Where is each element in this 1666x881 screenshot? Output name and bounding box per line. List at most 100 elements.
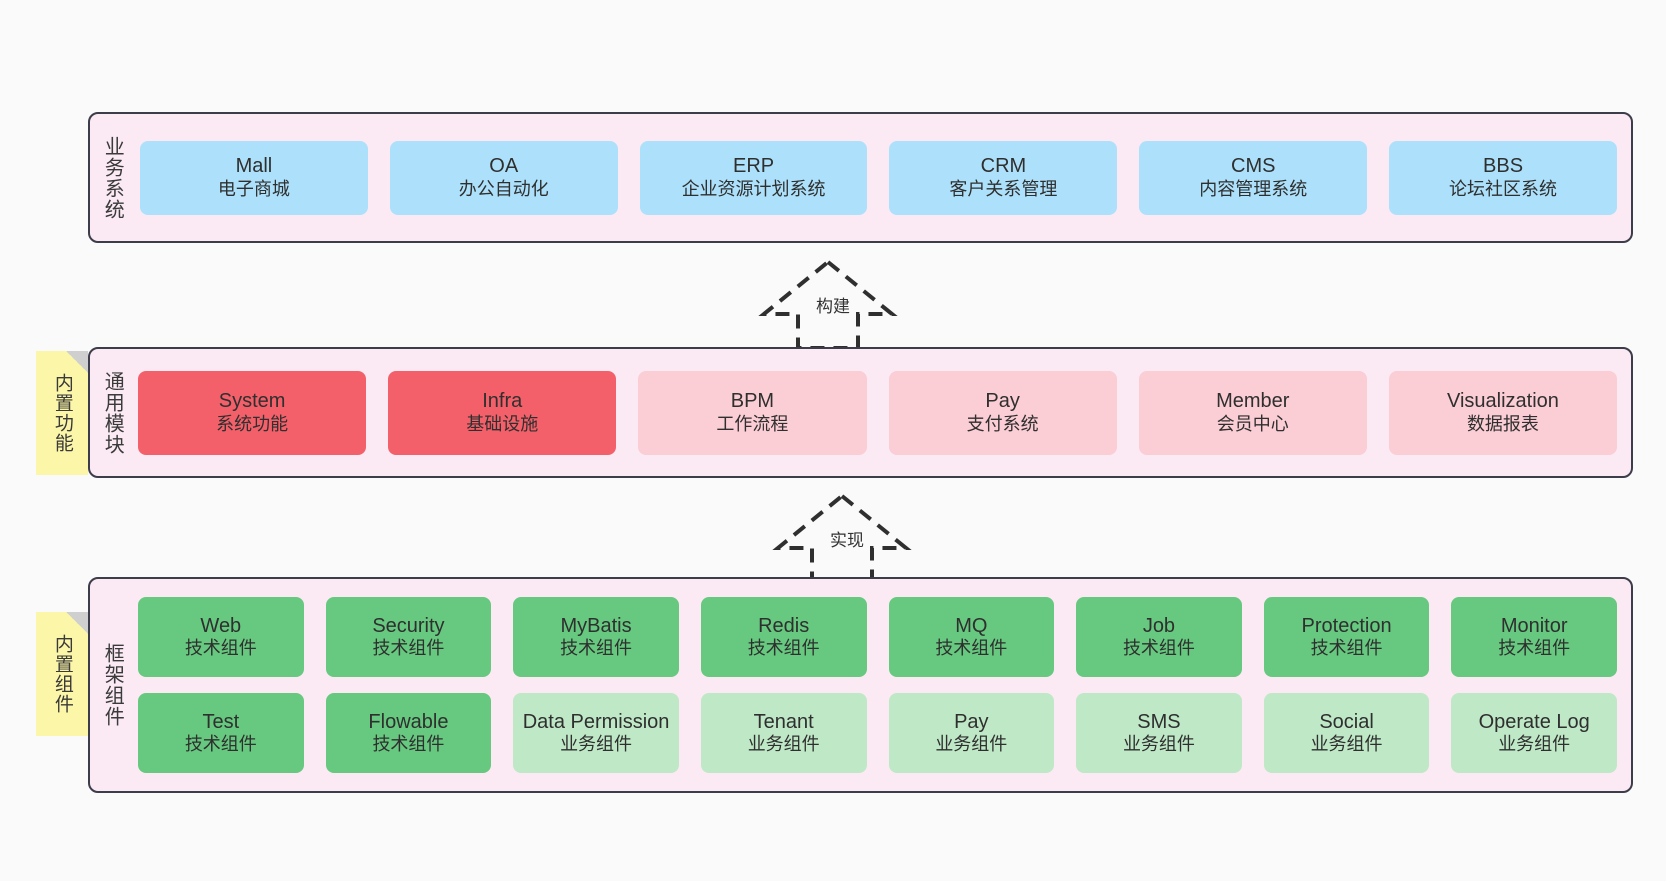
- node-system-title: System: [218, 390, 286, 413]
- row-tech-components: Web 技术组件 Security 技术组件 MyBatis 技术组件 Redi…: [138, 597, 1617, 677]
- layer-framework-component: 框架组件 Web 技术组件 Security 技术组件 MyBatis 技术组件…: [88, 577, 1633, 793]
- node-system[interactable]: System 系统功能: [138, 370, 367, 455]
- node-monitor-title: Monitor: [1500, 614, 1568, 637]
- node-pay-module-title: Pay: [985, 390, 1020, 413]
- node-test[interactable]: Test 技术组件: [138, 693, 304, 773]
- node-cms-title: CMS: [1231, 155, 1276, 178]
- node-web[interactable]: Web 技术组件: [138, 597, 304, 677]
- node-erp-title: ERP: [733, 155, 775, 178]
- node-sms-subtitle: 业务组件: [1122, 734, 1195, 755]
- node-erp-subtitle: 企业资源计划系统: [681, 178, 826, 199]
- node-crm[interactable]: CRM 客户关系管理: [889, 140, 1118, 215]
- layer-title-framework-component: 框架组件: [101, 643, 124, 727]
- node-visualization[interactable]: Visualization 数据报表: [1388, 370, 1618, 455]
- node-social-title: Social: [1319, 710, 1374, 733]
- node-infra[interactable]: Infra 基础设施: [388, 370, 617, 455]
- note-fold-corner-icon: [66, 612, 88, 634]
- node-bpm[interactable]: BPM 工作流程: [638, 370, 867, 455]
- layer-title-business-system: 业务系统: [101, 135, 124, 220]
- node-infra-title: Infra: [482, 390, 523, 413]
- node-cms-subtitle: 内容管理系统: [1199, 178, 1308, 199]
- node-pay-module[interactable]: Pay 支付系统: [888, 370, 1117, 455]
- node-redis[interactable]: Redis 技术组件: [700, 597, 867, 677]
- node-bbs[interactable]: BBS 论坛社区系统: [1389, 140, 1617, 215]
- node-bpm-subtitle: 工作流程: [716, 413, 789, 434]
- node-mybatis[interactable]: MyBatis 技术组件: [513, 597, 679, 677]
- node-redis-title: Redis: [758, 614, 810, 637]
- layer-body-common-module: System 系统功能 Infra 基础设施 BPM 工作流程 Pay 支付系统…: [134, 349, 1631, 476]
- node-visualization-title: Visualization: [1446, 390, 1559, 413]
- node-sms-title: SMS: [1137, 710, 1181, 733]
- row-business-components: Test 技术组件 Flowable 技术组件 Data Permission …: [138, 693, 1617, 773]
- node-oa-title: OA: [489, 155, 519, 178]
- node-test-title: Test: [202, 710, 240, 733]
- node-pay-module-subtitle: 支付系统: [966, 413, 1039, 434]
- node-bpm-title: BPM: [730, 390, 775, 413]
- layer-body-business-system: Mall 电子商城 OA 办公自动化 ERP 企业资源计划系统 CRM 客户关系…: [134, 114, 1631, 241]
- node-member-subtitle: 会员中心: [1216, 413, 1289, 434]
- node-job-title: Job: [1142, 614, 1176, 637]
- note-builtin-components-label: 内置组件: [51, 634, 73, 714]
- note-builtin-features: 内置功能: [36, 351, 88, 475]
- node-member-title: Member: [1216, 390, 1290, 413]
- arrow-implement-label: 实现: [830, 531, 864, 550]
- node-security[interactable]: Security 技术组件: [325, 597, 492, 677]
- node-crm-subtitle: 客户关系管理: [949, 178, 1058, 199]
- node-system-subtitle: 系统功能: [216, 413, 289, 434]
- node-protection-title: Protection: [1301, 614, 1392, 637]
- layer-body-framework-component: Web 技术组件 Security 技术组件 MyBatis 技术组件 Redi…: [134, 579, 1631, 791]
- node-cms[interactable]: CMS 内容管理系统: [1139, 140, 1368, 215]
- node-bbs-title: BBS: [1483, 155, 1524, 178]
- note-builtin-components: 内置组件: [36, 612, 88, 736]
- node-test-subtitle: 技术组件: [184, 734, 257, 755]
- node-oa[interactable]: OA 办公自动化: [389, 140, 618, 215]
- node-job-subtitle: 技术组件: [1122, 638, 1195, 659]
- node-security-subtitle: 技术组件: [372, 638, 445, 659]
- node-job[interactable]: Job 技术组件: [1076, 597, 1242, 677]
- node-mq-title: MQ: [955, 614, 988, 637]
- layer-business-system: 业务系统 Mall 电子商城 OA 办公自动化 ERP 企业资源计划系统 CRM…: [88, 112, 1633, 243]
- arrow-build-label: 构建: [816, 297, 850, 316]
- node-operate-log-title: Operate Log: [1478, 710, 1590, 733]
- node-mq[interactable]: MQ 技术组件: [888, 597, 1055, 677]
- node-web-subtitle: 技术组件: [184, 638, 257, 659]
- node-crm-title: CRM: [980, 155, 1027, 178]
- node-social-subtitle: 业务组件: [1310, 734, 1383, 755]
- node-mall[interactable]: Mall 电子商城: [140, 140, 368, 215]
- layer-common-module: 通用模块 System 系统功能 Infra 基础设施 BPM 工作流程 Pay…: [88, 347, 1633, 478]
- node-social[interactable]: Social 业务组件: [1263, 693, 1430, 773]
- node-erp[interactable]: ERP 企业资源计划系统: [639, 140, 868, 215]
- node-sms[interactable]: SMS 业务组件: [1076, 693, 1242, 773]
- node-data-permission[interactable]: Data Permission 业务组件: [513, 693, 679, 773]
- layer-title-common-module: 通用模块: [101, 370, 124, 455]
- node-member[interactable]: Member 会员中心: [1138, 370, 1367, 455]
- node-infra-subtitle: 基础设施: [466, 413, 539, 434]
- node-protection-subtitle: 技术组件: [1310, 638, 1383, 659]
- node-visualization-subtitle: 数据报表: [1466, 413, 1539, 434]
- node-data-permission-title: Data Permission: [522, 710, 670, 733]
- node-oa-subtitle: 办公自动化: [458, 178, 549, 199]
- row-common-modules: System 系统功能 Infra 基础设施 BPM 工作流程 Pay 支付系统…: [138, 370, 1618, 455]
- note-fold-corner-icon: [66, 351, 88, 373]
- node-protection[interactable]: Protection 技术组件: [1263, 597, 1430, 677]
- node-flowable-subtitle: 技术组件: [372, 734, 445, 755]
- node-flowable-title: Flowable: [368, 710, 449, 733]
- node-pay-component[interactable]: Pay 业务组件: [888, 693, 1055, 773]
- node-operate-log[interactable]: Operate Log 业务组件: [1451, 693, 1617, 773]
- node-pay-component-title: Pay: [954, 710, 989, 733]
- node-flowable[interactable]: Flowable 技术组件: [325, 693, 492, 773]
- node-tenant-title: Tenant: [753, 710, 814, 733]
- row-business-systems: Mall 电子商城 OA 办公自动化 ERP 企业资源计划系统 CRM 客户关系…: [140, 140, 1617, 215]
- node-tenant[interactable]: Tenant 业务组件: [700, 693, 867, 773]
- node-pay-component-subtitle: 业务组件: [935, 734, 1008, 755]
- node-mybatis-title: MyBatis: [560, 614, 632, 637]
- node-mall-title: Mall: [235, 155, 273, 178]
- note-builtin-features-label: 内置功能: [51, 373, 73, 453]
- node-monitor[interactable]: Monitor 技术组件: [1451, 597, 1617, 677]
- node-redis-subtitle: 技术组件: [747, 638, 820, 659]
- node-mall-subtitle: 电子商城: [217, 178, 290, 199]
- node-bbs-subtitle: 论坛社区系统: [1449, 178, 1558, 199]
- node-monitor-subtitle: 技术组件: [1498, 638, 1571, 659]
- arrow-build-connector: 构建: [758, 258, 898, 350]
